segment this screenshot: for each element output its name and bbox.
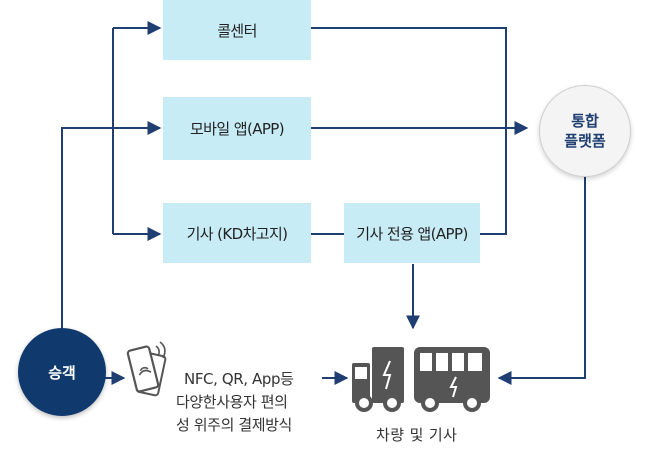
vehicle-label: 차량 및 기사 [376, 426, 458, 444]
call-center-box: 콜센터 [163, 0, 311, 60]
payment-text-line3: 성 위주의 결제방식 [176, 416, 292, 434]
platform-label-line2: 플랫폼 [564, 132, 606, 150]
truck-icon [352, 347, 404, 412]
platform-to-vehicle [497, 172, 586, 385]
driver-app-label: 기사 전용 앱(APP) [356, 224, 468, 243]
mobile-app-box: 모바일 앱(APP) [163, 97, 311, 160]
driver-app-box: 기사 전용 앱(APP) [344, 203, 480, 263]
passenger-node: 승객 [18, 328, 106, 416]
driver-kd-box: 기사 (KD차고지) [163, 203, 311, 263]
mobile-app-label: 모바일 앱(APP) [189, 120, 285, 138]
passenger-label: 승객 [48, 363, 76, 382]
driver-kd-label: 기사 (KD차고지) [186, 224, 288, 243]
payment-text-line1: NFC, QR, App등 [184, 370, 294, 388]
passenger-to-mobile-connector [61, 121, 162, 330]
callcenter-to-right [311, 27, 507, 235]
platform-label-line1: 통합 [571, 112, 599, 130]
phone-nfc-icon [126, 341, 167, 397]
integrated-platform-node: 통합 플랫폼 [539, 85, 631, 177]
call-center-label: 콜센터 [217, 21, 257, 40]
payment-text-line2: 다양한사용자 편의 [176, 393, 288, 411]
bus-icon [414, 347, 490, 412]
